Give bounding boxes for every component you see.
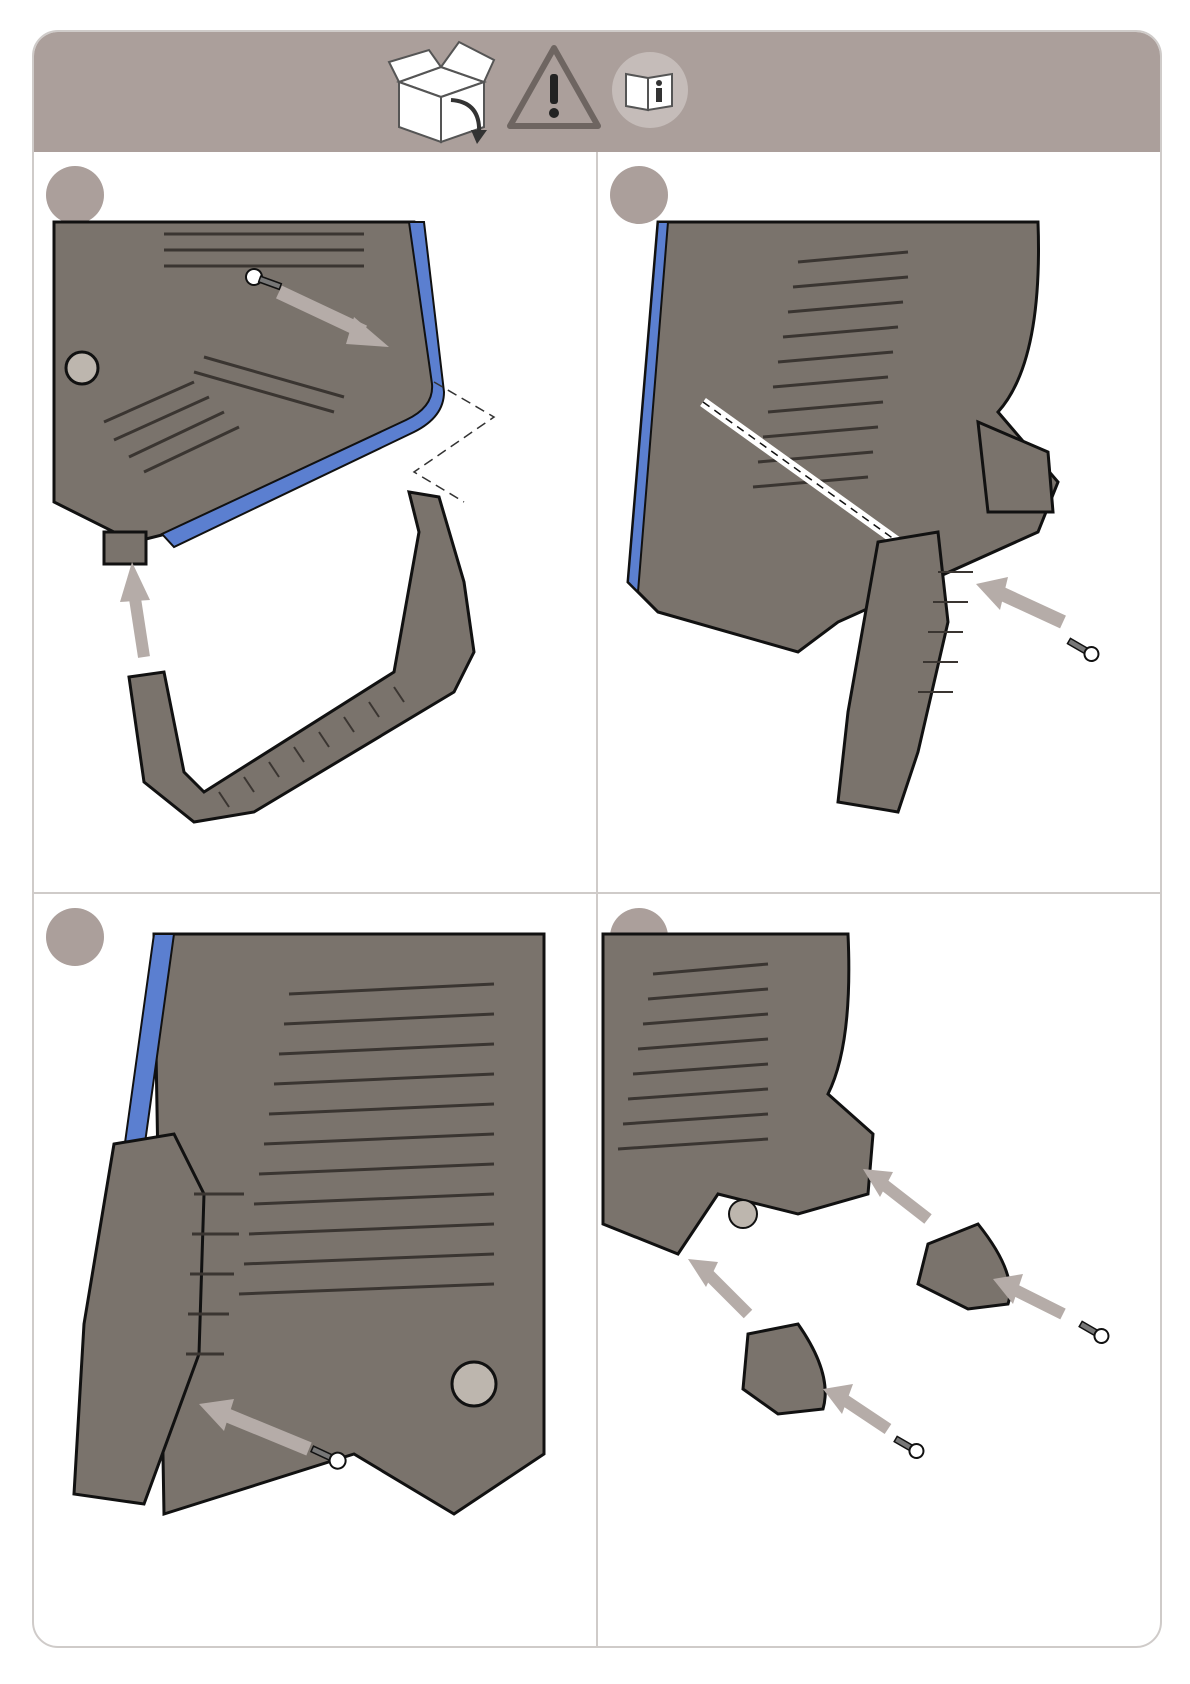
header-band bbox=[34, 32, 1160, 152]
panel-step-3 bbox=[34, 894, 596, 1646]
instruction-sheet bbox=[32, 30, 1162, 1648]
panel-step-1 bbox=[34, 152, 596, 892]
step-1-illustration bbox=[34, 152, 596, 892]
warning-icon bbox=[510, 48, 598, 126]
step-3-illustration bbox=[34, 894, 596, 1646]
unbox-icon bbox=[389, 42, 494, 144]
panel-step-2 bbox=[598, 152, 1160, 892]
step-4-illustration bbox=[598, 894, 1160, 1646]
panel-step-4 bbox=[598, 894, 1160, 1646]
manual-info-icon bbox=[612, 52, 688, 128]
step-2-illustration bbox=[598, 152, 1160, 892]
